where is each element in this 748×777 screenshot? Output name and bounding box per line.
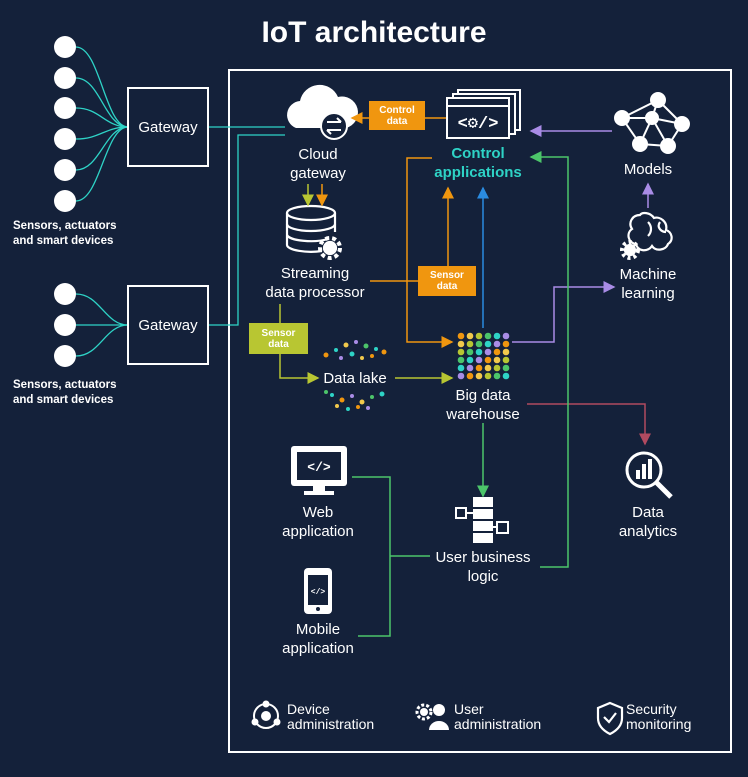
warehouse-dot	[484, 348, 492, 356]
mobile-application-label: Mobile application	[282, 621, 354, 657]
gateway-1-box[interactable]: Gateway	[127, 87, 209, 167]
warehouse-dot	[457, 340, 465, 348]
cloud-icon	[287, 84, 359, 140]
user-admin-icon	[415, 703, 449, 730]
security-monitoring-label: Security monitoring	[626, 701, 692, 732]
data-lake-label: Data lake	[323, 370, 387, 387]
warehouse-dot	[475, 340, 483, 348]
flow-logic-to-control	[529, 151, 569, 568]
warehouse-dot	[493, 348, 501, 356]
brain-gear-icon	[620, 211, 673, 260]
warehouse-dot	[502, 364, 510, 372]
flowchart-icon	[455, 497, 509, 543]
device-admin-icon	[251, 700, 281, 729]
cloud-gateway-label: Cloud gateway	[290, 146, 346, 182]
flow-warehouse-to-analytics	[527, 403, 651, 446]
user-business-logic-label: User business logic	[435, 549, 531, 585]
warehouse-dot	[484, 356, 492, 364]
gateway-2-box[interactable]: Gateway	[127, 285, 209, 365]
warehouse-dot	[484, 372, 492, 380]
gateway-1-label: Gateway	[138, 118, 198, 136]
page-title: IoT architecture	[261, 16, 487, 49]
neural-network-icon	[614, 92, 690, 154]
sensor-data-tag-orange: Sensor data	[418, 266, 476, 296]
warehouse-dot	[466, 340, 474, 348]
machine-learning-label: Machine learning	[619, 266, 677, 302]
control-applications-label: Control applications	[434, 145, 522, 181]
sensors-label-1: Sensors, actuators and smart devices	[13, 220, 117, 247]
database-gear-icon	[285, 204, 342, 260]
code-window-icon: <⚙/>	[446, 89, 521, 139]
monitor-code-icon: </>	[291, 446, 347, 495]
svg-text:<⚙/>: <⚙/>	[458, 115, 499, 134]
big-data-warehouse-label: Big data warehouse	[446, 387, 520, 423]
data-analytics-label: Data analytics	[618, 504, 678, 540]
dot-cloud-icon	[323, 340, 387, 411]
warehouse-dot	[457, 356, 465, 364]
warehouse-dot	[466, 332, 474, 340]
warehouse-dot	[502, 356, 510, 364]
flow-apps-to-logic	[352, 476, 430, 637]
warehouse-dot	[475, 348, 483, 356]
sensor-dots-group-2	[54, 283, 76, 367]
warehouse-dot	[493, 372, 501, 380]
warehouse-dot	[502, 332, 510, 340]
warehouse-dot	[466, 348, 474, 356]
sensors-label-2: Sensors, actuators and smart devices	[13, 379, 117, 406]
phone-code-icon: </>	[304, 568, 332, 614]
warehouse-dot	[457, 372, 465, 380]
warehouse-dot	[484, 332, 492, 340]
warehouse-dot	[502, 348, 510, 356]
warehouse-dot	[475, 372, 483, 380]
warehouse-dot	[493, 332, 501, 340]
architecture-frame	[228, 69, 732, 753]
gateway-cloud-links	[208, 126, 285, 326]
sensor-dots-group-1	[54, 36, 76, 212]
flow-control-to-warehouse	[406, 157, 454, 348]
warehouse-dot	[457, 332, 465, 340]
user-administration-label: User administration	[454, 701, 542, 732]
warehouse-dot	[475, 356, 483, 364]
warehouse-dot	[457, 364, 465, 372]
warehouse-dot	[466, 372, 474, 380]
sensor-data-tag-olive: Sensor data	[249, 323, 308, 354]
flow-warehouse-to-ml	[512, 281, 616, 343]
device-administration-label: Device administration	[287, 701, 375, 732]
warehouse-dot	[502, 340, 510, 348]
magnifier-chart-icon	[625, 451, 673, 499]
gateway-2-label: Gateway	[138, 316, 198, 334]
warehouse-dot	[493, 340, 501, 348]
warehouse-dot	[475, 332, 483, 340]
svg-text:</>: </>	[307, 460, 331, 475]
warehouse-dot	[457, 348, 465, 356]
sensor-links-1	[75, 46, 129, 202]
control-data-tag: Control data	[369, 101, 425, 130]
warehouse-dot	[493, 364, 501, 372]
streaming-processor-label: Streaming data processor	[265, 265, 365, 301]
shield-icon	[596, 701, 624, 736]
warehouse-dot	[484, 340, 492, 348]
warehouse-dot	[466, 364, 474, 372]
warehouse-dot	[502, 372, 510, 380]
warehouse-dot	[466, 356, 474, 364]
web-application-label: Web application	[282, 504, 354, 540]
dot-grid-icon	[457, 332, 510, 380]
warehouse-dot	[484, 364, 492, 372]
warehouse-dot	[475, 364, 483, 372]
warehouse-dot	[493, 356, 501, 364]
svg-text:</>: </>	[311, 588, 326, 597]
models-label: Models	[623, 161, 673, 178]
sensor-links-2	[75, 293, 129, 357]
